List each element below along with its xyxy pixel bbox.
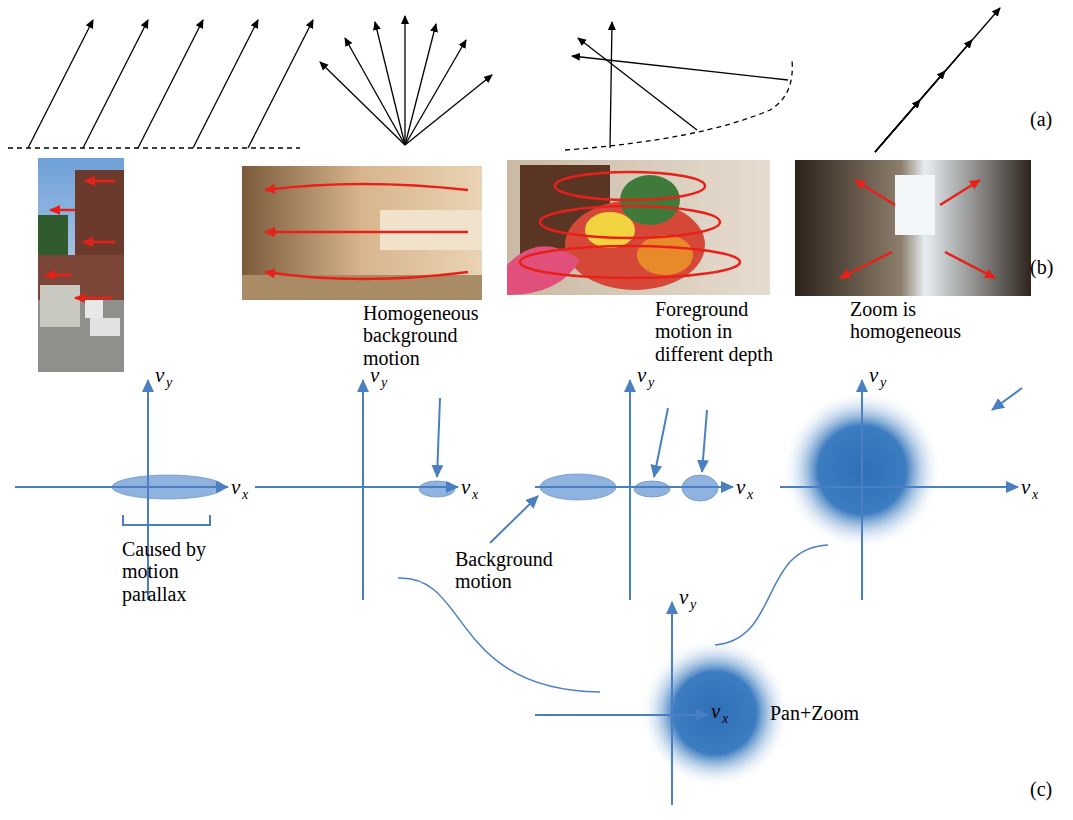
callout-note: Caused by motion parallax (122, 538, 222, 605)
callout-note: Background motion (455, 548, 565, 593)
panel-letter: (b) (1030, 256, 1053, 278)
axis-subscript: y (381, 375, 387, 391)
axis-symbol: v (736, 476, 745, 500)
callout-note: Foreground motion in different depth (655, 298, 790, 365)
axis-subscript: x (472, 487, 478, 503)
axis-symbol: v (231, 476, 240, 500)
callout-note: Zoom is homogeneous (850, 298, 990, 343)
callout-note: Pan+Zoom (770, 702, 859, 724)
axis-symbol: v (869, 364, 878, 388)
axis-symbol: v (370, 364, 379, 388)
axis-symbol: v (155, 364, 164, 388)
axis-subscript: x (722, 711, 728, 727)
axis-symbol: v (679, 586, 688, 610)
callout-note: Homogeneous background motion (363, 302, 491, 369)
panel-letter: (c) (1030, 778, 1052, 800)
axis-subscript: x (1032, 487, 1038, 503)
axis-subscript: y (166, 375, 172, 391)
axis-symbol: v (637, 364, 646, 388)
axis-subscript: y (880, 375, 886, 391)
axis-subscript: x (747, 487, 753, 503)
axis-subscript: y (648, 375, 654, 391)
panel-letter: (a) (1030, 108, 1052, 130)
axis-subscript: x (242, 487, 248, 503)
axis-symbol: v (711, 700, 720, 724)
axis-subscript: y (690, 597, 696, 613)
axis-symbol: v (1021, 476, 1030, 500)
axis-symbol: v (461, 476, 470, 500)
